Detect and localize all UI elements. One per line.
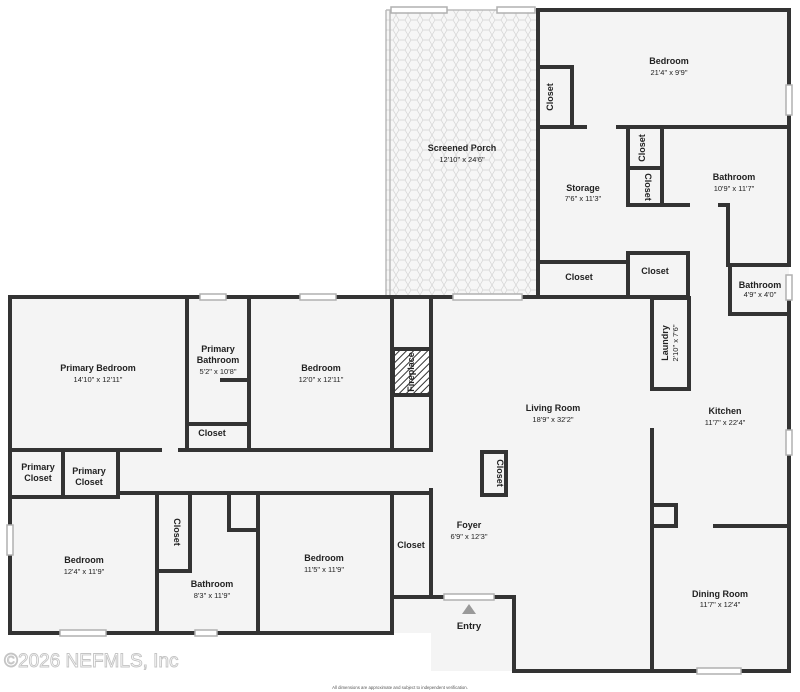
foyer-name: Foyer bbox=[457, 520, 482, 530]
entry-arrow-icon bbox=[462, 604, 476, 614]
bedroom-top-name: Bedroom bbox=[649, 56, 689, 66]
primary-closet1-name-2: Closet bbox=[24, 473, 52, 483]
closet-mid1-name: Closet bbox=[565, 272, 593, 282]
entry-label: Entry bbox=[457, 621, 482, 632]
fireplace-hearth bbox=[393, 348, 431, 396]
bathroom-right-dim: 10'9" x 11'7" bbox=[714, 184, 755, 193]
closet-v1-name: Closet bbox=[637, 134, 647, 162]
storage-dim: 7'6" x 11'3" bbox=[565, 194, 602, 203]
primary-bedroom-name: Primary Bedroom bbox=[60, 363, 136, 373]
primary-closet1-name-1: Primary bbox=[21, 462, 55, 472]
porch-floor bbox=[386, 10, 538, 297]
bathroom-small-name: Bathroom bbox=[739, 280, 782, 290]
bathroom-lower-dim: 8'3" x 11'9" bbox=[194, 591, 231, 600]
bedroom-mid-dim: 12'0" x 12'11" bbox=[299, 375, 344, 384]
disclaimer: All dimensions are approximate and subje… bbox=[332, 685, 468, 690]
kitchen-name: Kitchen bbox=[708, 406, 741, 416]
primary-bathroom-name-1: Primary bbox=[201, 344, 235, 354]
bathroom-lower-name: Bathroom bbox=[191, 579, 234, 589]
windows bbox=[6, 6, 793, 675]
storage-name: Storage bbox=[566, 183, 600, 193]
bedroom-mid-name: Bedroom bbox=[301, 363, 341, 373]
closet-pb-name: Closet bbox=[198, 428, 226, 438]
screened-porch-dim: 12'10" x 24'6" bbox=[439, 155, 485, 164]
bedroom-top-dim: 21'4" x 9'9" bbox=[651, 68, 688, 77]
room-labels: Bedroom 21'4" x 9'9" Screened Porch 12'1… bbox=[21, 56, 781, 609]
closet-mid2-name: Closet bbox=[641, 266, 669, 276]
bathroom-right-name: Bathroom bbox=[713, 172, 756, 182]
bedroom-left-name: Bedroom bbox=[64, 555, 104, 565]
closet-right-lower-name: Closet bbox=[397, 540, 425, 550]
bathroom-small-dim: 4'9" x 4'0" bbox=[744, 290, 777, 299]
closet-top-name: Closet bbox=[545, 83, 555, 111]
closet-bl-name: Closet bbox=[172, 518, 182, 546]
fireplace-name: Fireplace bbox=[406, 352, 416, 392]
dining-room-dim: 11'7" x 12'4" bbox=[700, 600, 741, 609]
floor-fills bbox=[10, 10, 789, 671]
walls bbox=[8, 8, 791, 673]
primary-bathroom-dim: 5'2" x 10'8" bbox=[200, 367, 237, 376]
primary-closet2-name-2: Closet bbox=[75, 477, 103, 487]
closet-v2-name: Closet bbox=[643, 173, 653, 201]
bedroom-center-name: Bedroom bbox=[304, 553, 344, 563]
screened-porch-name: Screened Porch bbox=[428, 143, 497, 153]
bedroom-left-dim: 12'4" x 11'9" bbox=[64, 567, 105, 576]
bedroom-center-dim: 11'5" x 11'9" bbox=[304, 565, 344, 574]
kitchen-dim: 11'7" x 22'4" bbox=[705, 418, 746, 427]
primary-bedroom-dim: 14'10" x 12'11" bbox=[74, 375, 123, 384]
living-room-dim: 18'9" x 32'2" bbox=[532, 415, 573, 424]
foyer-dim: 6'9" x 12'3" bbox=[451, 532, 488, 541]
living-room-name: Living Room bbox=[526, 403, 581, 413]
watermark: ©2026 NEFMLS, Inc bbox=[4, 651, 179, 672]
laundry-dim: 2'10" x 7'6" bbox=[671, 324, 680, 361]
primary-closet2-name-1: Primary bbox=[72, 466, 106, 476]
primary-bathroom-name-2: Bathroom bbox=[197, 355, 240, 365]
laundry-name: Laundry bbox=[660, 325, 670, 361]
closet-foyer-name: Closet bbox=[495, 459, 505, 487]
dining-room-name: Dining Room bbox=[692, 589, 748, 599]
